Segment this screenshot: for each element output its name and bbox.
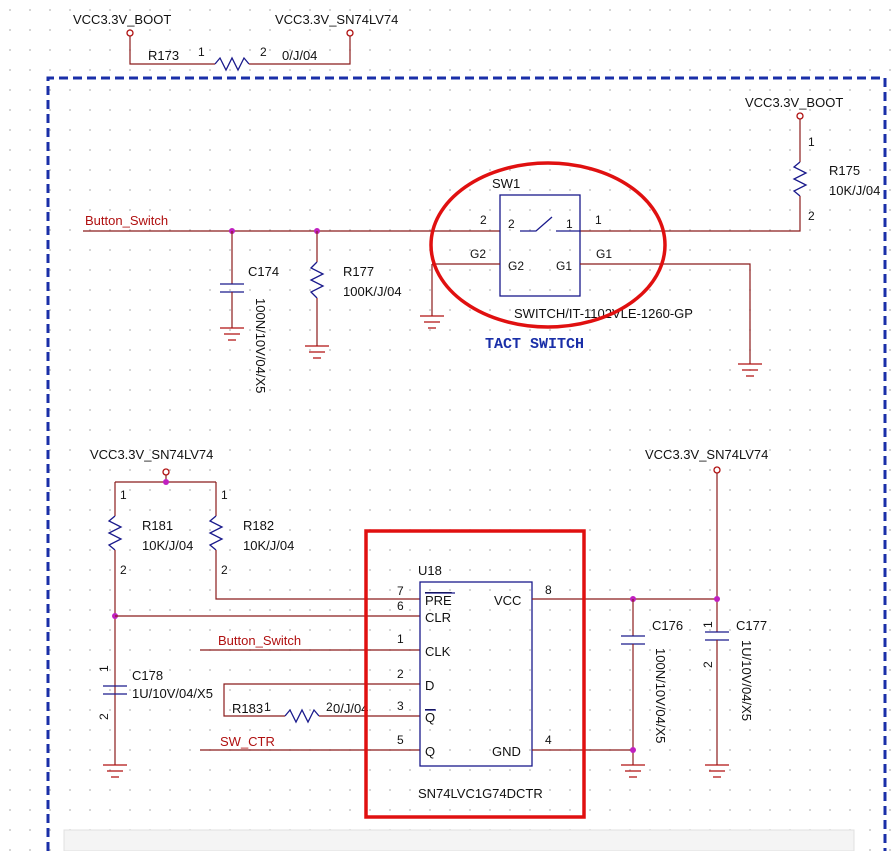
u18-pin3-name: Q <box>425 710 435 725</box>
u18-pin5-name: Q <box>425 744 435 759</box>
r173-pin2: 2 <box>260 45 267 59</box>
r175-pin2: 2 <box>808 209 815 223</box>
u18-highlight <box>364 529 586 819</box>
u18-pin2-name: D <box>425 678 434 693</box>
r181-pin1: 1 <box>120 488 127 502</box>
c174-ref: C174 <box>248 264 279 279</box>
sw1-g2-inner: G2 <box>508 259 524 273</box>
r175-pin1: 1 <box>808 135 815 149</box>
r183-ref: R183 <box>232 701 263 716</box>
c178-pin2: 2 <box>97 713 111 720</box>
c176-ref: C176 <box>652 618 683 633</box>
r183-pin1: 1 <box>264 700 271 714</box>
r173-ref: R173 <box>148 48 179 63</box>
sw1-pin1-outer: 1 <box>595 213 602 227</box>
r173-group: VCC3.3V_BOOT VCC3.3V_SN74LV74 R173 1 2 0… <box>73 12 398 72</box>
sw1-pin1-inner: 1 <box>566 217 573 231</box>
net-vcc-sn74-top: VCC3.3V_SN74LV74 <box>275 12 398 27</box>
sw1-part: SWITCH/IT-1102VLE-1260-GP <box>514 306 693 321</box>
r183-value: 0/J/04 <box>333 701 368 716</box>
net-button-switch-u18: Button_Switch <box>218 633 301 648</box>
c178-pin1: 1 <box>97 665 111 672</box>
sw1-g2-outer: G2 <box>470 247 486 261</box>
u18-pin1-num: 1 <box>397 632 404 646</box>
u18-body <box>419 581 533 767</box>
r173-pin1: 1 <box>198 45 205 59</box>
bottom-panel <box>63 829 855 851</box>
r177-value: 100K/J/04 <box>343 284 402 299</box>
u18-pin4-num: 4 <box>545 733 552 747</box>
c174-value: 100N/10V/04/X5 <box>253 298 268 393</box>
r181-ref: R181 <box>142 518 173 533</box>
c177-pin2: 2 <box>701 661 715 668</box>
logic-section: VCC3.3V_SN74LV74 1 R181 10K/J/04 2 1 R18… <box>90 447 768 819</box>
u18-vcc-name: VCC <box>494 593 521 608</box>
u18-pin7-name: PRE <box>425 593 452 608</box>
u18-pin1-name: CLK <box>425 644 451 659</box>
sw1-g1-outer: G1 <box>596 247 612 261</box>
u18-pin3-num: 3 <box>397 699 404 713</box>
u18-pin6-num: 6 <box>397 599 404 613</box>
switch-section: Button_Switch VCC3.3V_BOOT 1 R175 10K/J/… <box>83 95 880 393</box>
r173-value: 0/J/04 <box>282 48 317 63</box>
u18-pin2-num: 2 <box>397 667 404 681</box>
u18-pin6-name: CLR <box>425 610 451 625</box>
u18-pin7-num: 7 <box>397 584 404 598</box>
r181-value: 10K/J/04 <box>142 538 193 553</box>
u18-pin5-num: 5 <box>397 733 404 747</box>
c177-value: 1U/10V/04/X5 <box>739 640 754 721</box>
net-vcc-sn74-left: VCC3.3V_SN74LV74 <box>90 447 213 462</box>
r182-pin2: 2 <box>221 563 228 577</box>
r182-value: 10K/J/04 <box>243 538 294 553</box>
net-button-switch-top: Button_Switch <box>85 213 168 228</box>
r182-pin1: 1 <box>221 488 228 502</box>
sw1-ref: SW1 <box>492 176 520 191</box>
u18-pin8-num: 8 <box>545 583 552 597</box>
c177-ref: C177 <box>736 618 767 633</box>
section-border <box>46 76 887 851</box>
sw1-pin2-inner: 2 <box>508 217 515 231</box>
c177-pin1: 1 <box>701 621 715 628</box>
sw1-body <box>499 194 581 297</box>
sw1-g1-inner: G1 <box>556 259 572 273</box>
net-vcc-boot-r175: VCC3.3V_BOOT <box>745 95 843 110</box>
c178-value: 1U/10V/04/X5 <box>132 686 213 701</box>
r177-ref: R177 <box>343 264 374 279</box>
sw1-pin2-outer: 2 <box>480 213 487 227</box>
u18-part: SN74LVC1G74DCTR <box>418 786 543 801</box>
r181-pin2: 2 <box>120 563 127 577</box>
tact-switch-annotation: TACT SWITCH <box>485 336 584 353</box>
net-vcc-boot-top: VCC3.3V_BOOT <box>73 12 171 27</box>
c178-ref: C178 <box>132 668 163 683</box>
c176-value: 100N/10V/04/X5 <box>653 648 668 743</box>
u18-gnd-name: GND <box>492 744 521 759</box>
net-sw-ctr: SW_CTR <box>220 734 275 749</box>
u18-ref: U18 <box>418 563 442 578</box>
net-vcc-sn74-right: VCC3.3V_SN74LV74 <box>645 447 768 462</box>
r175-value: 10K/J/04 <box>829 183 880 198</box>
r183-pin2: 2 <box>326 700 333 714</box>
r182-ref: R182 <box>243 518 274 533</box>
r175-ref: R175 <box>829 163 860 178</box>
switch-highlight <box>429 161 667 329</box>
